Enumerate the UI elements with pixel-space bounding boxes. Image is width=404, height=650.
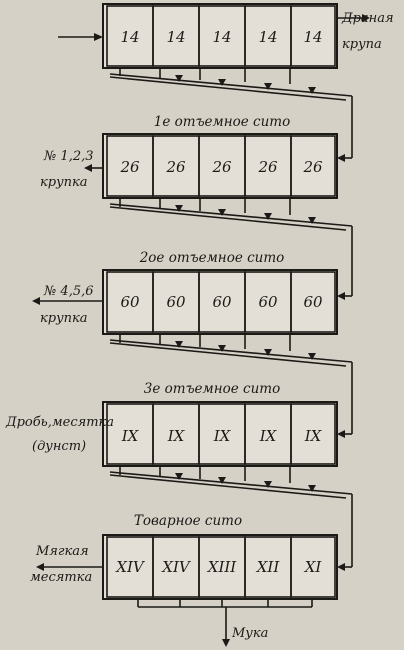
sieve-5-cell-5: XI	[304, 558, 323, 576]
sieve-5-cell-2: XIV	[161, 558, 192, 576]
sieve-2-cell-3: 26	[211, 158, 232, 176]
sieve-4-cell-3: IX	[213, 427, 232, 445]
sieve-1-cell-3: 14	[212, 28, 231, 46]
connector-2-3	[109, 198, 353, 300]
sieve-5-cell-1: XIV	[115, 558, 146, 576]
sieve-2-cell-2: 26	[165, 158, 186, 176]
sieve-2-side-label-2: крупка	[40, 175, 88, 190]
sieve-3-cell-1: 60	[120, 293, 140, 311]
sieve-4-side-label-1: Дробь,месятка	[5, 415, 114, 430]
sieve-3: 2ое отъемное сито 60 60 60 60 60 № 4,5,6…	[32, 250, 338, 335]
sieve-5-side-label-1: Мягкая	[35, 544, 89, 559]
sieve-5-cell-4: XII	[256, 558, 281, 576]
sieve-3-side-label-2: крупка	[40, 311, 88, 326]
sieve-5-side-label-2: месятка	[30, 570, 92, 585]
sieve-1-right-label-2: крупа	[342, 37, 382, 52]
sieve-4: 3е отъемное сито IX IX IX IX IX Дробь,ме…	[5, 381, 338, 467]
sieve-3-title: 2ое отъемное сито	[139, 250, 285, 266]
sieve-1-right-label-1: Драная	[341, 11, 394, 26]
flour-collector: Мука	[137, 599, 313, 647]
sieve-4-title: 3е отъемное сито	[144, 381, 280, 397]
sieve-5-title: Товарное сито	[134, 513, 242, 529]
output-label: Мука	[231, 626, 268, 641]
sieve-1-cell-1: 14	[120, 28, 139, 46]
sieve-2-side-label-1: № 1,2,3	[43, 149, 94, 164]
sieve-4-side-label-2: (дунст)	[32, 439, 86, 454]
sieve-1-cell-4: 14	[258, 28, 277, 46]
sieve-2-title: 1е отъемное сито	[154, 114, 290, 130]
sieve-2-cell-1: 26	[119, 158, 140, 176]
sieve-1-cell-2: 14	[166, 28, 185, 46]
sieve-3-cell-3: 60	[212, 293, 232, 311]
sieve-2: 1е отъемное сито 26 26 26 26 26 № 1,2,3 …	[40, 114, 338, 199]
connector-1-2	[109, 68, 353, 162]
sieve-5: Товарное сито XIV XIV XIII XII XI Мягкая…	[30, 513, 338, 600]
connector-3-4	[109, 334, 353, 438]
connector-4-5	[109, 466, 353, 571]
sieve-3-cell-5: 60	[303, 293, 323, 311]
sieve-4-cell-2: IX	[167, 427, 186, 445]
sieve-2-cell-4: 26	[257, 158, 278, 176]
sieve-5-cell-3: XIII	[207, 558, 238, 576]
sieve-4-cell-4: IX	[259, 427, 278, 445]
sieve-3-cell-2: 60	[166, 293, 186, 311]
sieve-4-cell-1: IX	[121, 427, 140, 445]
sieve-1: 14 14 14 14 14 Драная крупа	[58, 3, 394, 69]
sieve-2-cell-5: 26	[302, 158, 323, 176]
sieve-4-cell-5: IX	[304, 427, 323, 445]
sieve-3-cell-4: 60	[258, 293, 278, 311]
sieve-1-cell-5: 14	[303, 28, 322, 46]
sieve-3-side-label-1: № 4,5,6	[43, 284, 94, 299]
